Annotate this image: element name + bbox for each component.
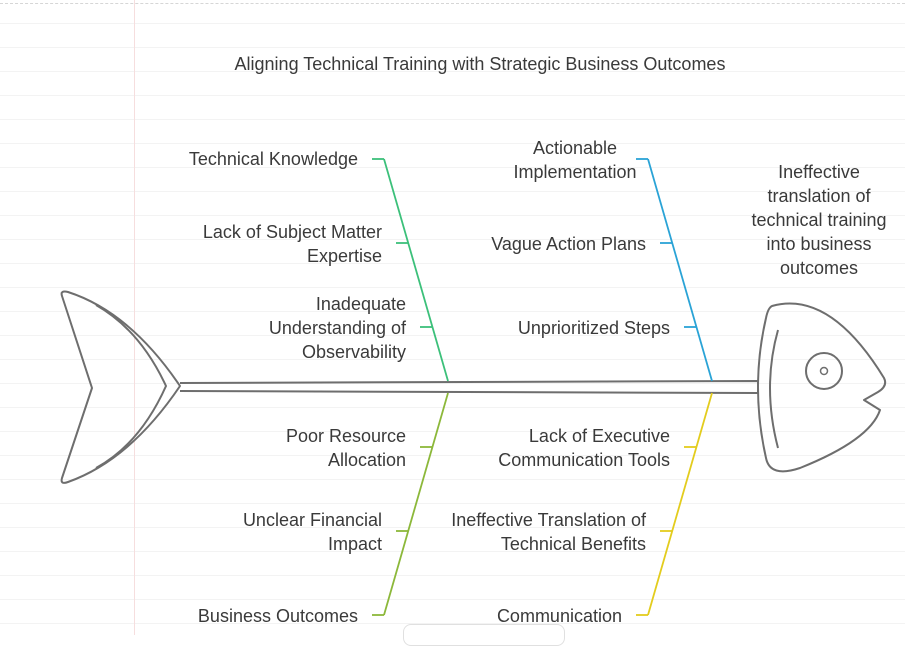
- fish-gill: [769, 329, 779, 449]
- cause-vague-action-plans: Vague Action Plans: [491, 234, 646, 254]
- bone-communication: [647, 392, 713, 616]
- fish-pupil: [819, 366, 829, 376]
- category-business-outcomes: Business Outcomes: [197, 606, 358, 626]
- page-top-border: [0, 3, 905, 4]
- cause-ineffective-translation: Ineffective Translation of Technical Ben…: [451, 510, 646, 554]
- category-communication: Communication: [496, 606, 622, 626]
- problem-statement: Ineffective translation of technical tra…: [751, 162, 887, 278]
- fish-spine: [179, 379, 759, 395]
- diagram-title: Aligning Technical Training with Strateg…: [234, 54, 726, 74]
- page-margin-line: [134, 0, 135, 635]
- cause-unprioritized-steps: Unprioritized Steps: [517, 318, 670, 338]
- category-actionable-implementation: Actionable Implementation: [513, 138, 637, 182]
- cause-lack-of-sme: Lack of Subject Matter Expertise: [202, 222, 382, 266]
- floating-toolbar[interactable]: [403, 624, 565, 646]
- cause-unclear-financial-impact: Unclear Financial Impact: [242, 510, 382, 554]
- category-technical-knowledge: Technical Knowledge: [188, 149, 358, 169]
- cause-lack-of-exec-tools: Lack of Executive Communication Tools: [498, 426, 670, 470]
- fish-eye: [805, 352, 843, 390]
- bone-business-outcomes: [383, 392, 449, 616]
- bone-technical-knowledge: [383, 158, 449, 382]
- cause-inadequate-understanding: Inadequate Understanding of Observabilit…: [268, 294, 406, 362]
- fish-tail: [60, 290, 181, 484]
- bone-actionable-implementation: [647, 158, 713, 382]
- cause-poor-resource-allocation: Poor Resource Allocation: [285, 426, 406, 470]
- fish-tail-inner: [95, 304, 168, 469]
- fish-head: [757, 302, 887, 473]
